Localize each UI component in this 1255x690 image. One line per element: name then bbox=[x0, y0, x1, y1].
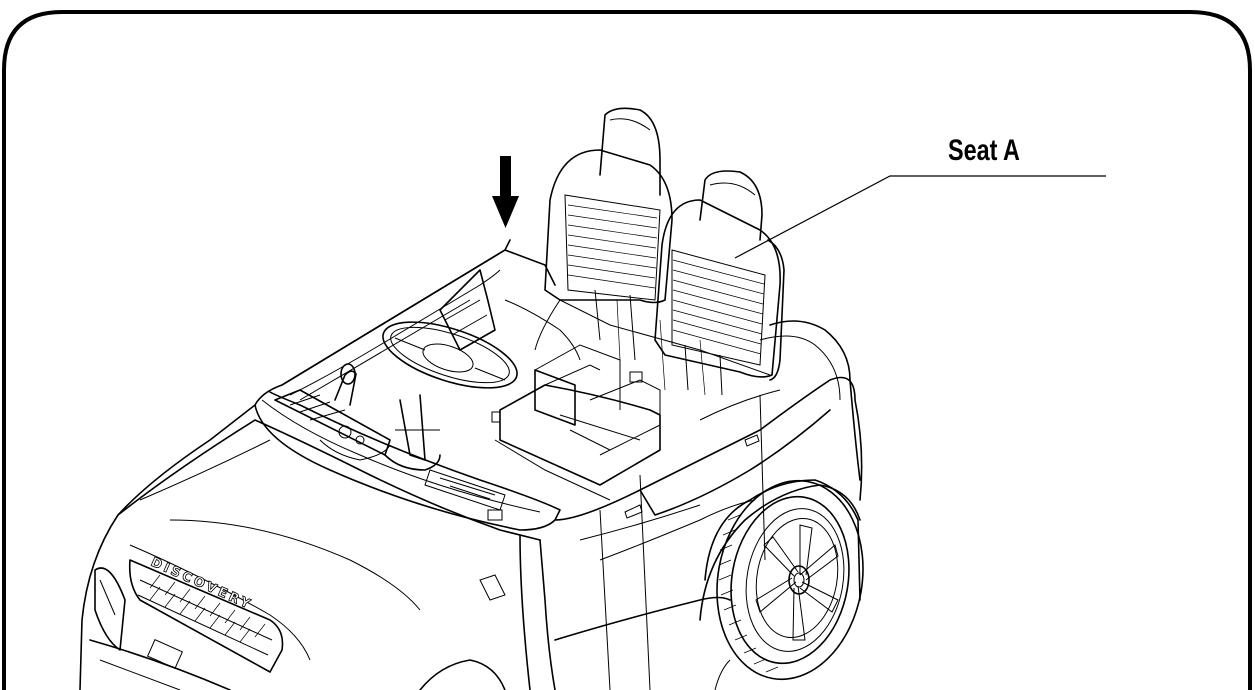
seat-right-slats bbox=[672, 259, 765, 355]
panel-frame bbox=[2, 10, 1252, 690]
ride-on-car: DISCOVERY bbox=[79, 107, 864, 690]
seat-a bbox=[544, 107, 785, 396]
callout-leader-line bbox=[734, 175, 1106, 259]
seat-a-label: Seat A bbox=[948, 133, 1020, 166]
rear-wheel bbox=[699, 479, 864, 690]
brand-badge: DISCOVERY bbox=[148, 555, 254, 613]
front-grille: DISCOVERY bbox=[89, 555, 284, 690]
seat-a-callout: Seat A bbox=[734, 133, 1106, 259]
down-arrow-icon bbox=[492, 156, 519, 228]
seat-left-slats bbox=[567, 204, 658, 289]
